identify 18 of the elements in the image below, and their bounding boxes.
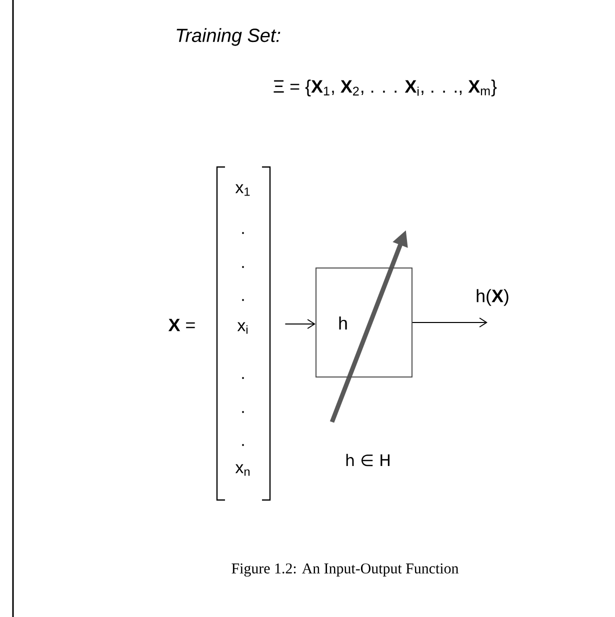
set-formula: Ξ = {X$_{1}$, X$_{2}$, . . . X$_{i}$, . . ., X$_{m}$}: [274, 80, 497, 96]
vector-entry: .: [242, 411, 244, 413]
vector-entry: .: [242, 444, 244, 446]
arrow: [412, 318, 488, 328]
function-box: h: [316, 268, 412, 378]
vector-entry: x$_{i}$: [237, 322, 248, 334]
vector-entry: x$_{n}$: [235, 464, 250, 476]
arrow: [284, 319, 316, 329]
vector-entry: .: [242, 232, 244, 234]
heading: Training Set:: [176, 28, 280, 46]
vector-name: X =: [168, 318, 195, 332]
set-membership-label: h ∈ H: [346, 454, 390, 466]
vector-entry: x$_{1}$: [235, 184, 250, 196]
figure-caption: Figure 1.2: An Input-Output Function: [232, 563, 459, 577]
vector-entry: .: [242, 299, 244, 301]
vector-entry: .: [242, 266, 244, 268]
edge-label: h(X): [474, 288, 510, 307]
vector-entry: .: [242, 377, 244, 379]
